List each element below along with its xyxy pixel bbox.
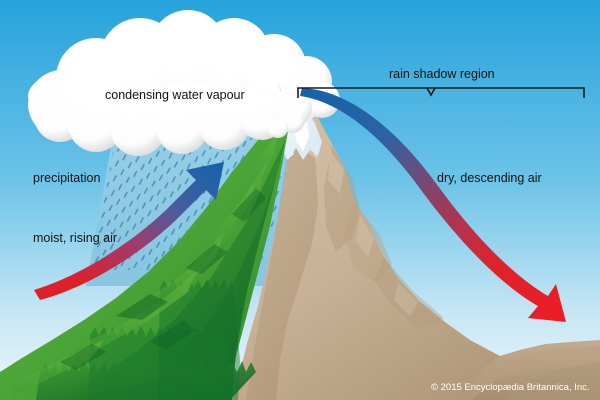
mountain — [0, 96, 600, 400]
forest-treelines-mid — [88, 326, 232, 400]
label-condensing-water-vapour: condensing water vapour — [105, 88, 245, 102]
descending-air-arrow — [300, 88, 566, 322]
cloud — [28, 10, 340, 156]
forest-treelines-upper — [158, 279, 240, 400]
copyright-notice: © 2015 Encyclopædia Britannica, Inc. — [431, 382, 590, 393]
label-precipitation: precipitation — [33, 171, 100, 185]
rain-shadow-bracket — [297, 87, 585, 98]
label-dry-descending-air: dry, descending air — [437, 171, 542, 185]
label-moist-rising-air: moist, rising air — [33, 231, 117, 245]
rising-air-arrow — [34, 162, 224, 300]
mountain-rock-face — [232, 96, 600, 400]
label-rain-shadow-region: rain shadow region — [389, 67, 495, 81]
